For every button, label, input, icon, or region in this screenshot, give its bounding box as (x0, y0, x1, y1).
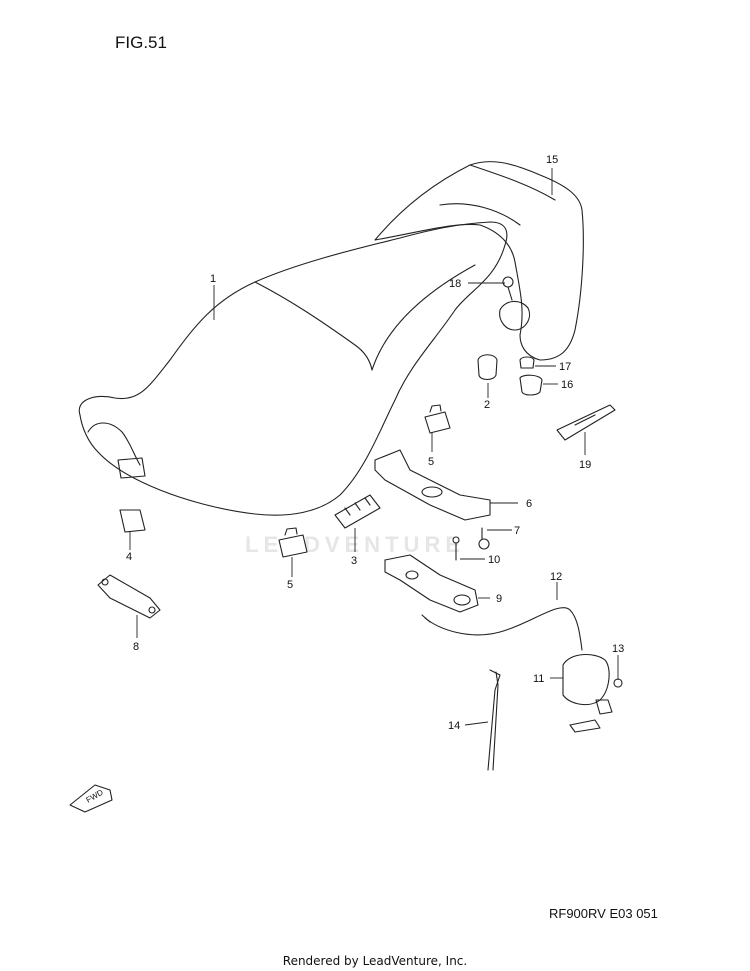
part-hinge-9[interactable] (384, 554, 479, 613)
part-seat[interactable] (78, 221, 508, 516)
part-strap-19[interactable] (556, 404, 616, 441)
model-code: RF900RV E03 051 (549, 906, 658, 921)
part-screw-13[interactable] (613, 678, 623, 688)
callout-18: 18 (449, 278, 461, 290)
part-cushion-2[interactable] (477, 354, 498, 381)
callout-1: 1 (210, 273, 216, 285)
callout-3: 3 (351, 555, 357, 567)
figure-label: FIG.51 (115, 33, 167, 52)
leader-lines (129, 168, 619, 726)
callout-9: 9 (496, 593, 502, 605)
callout-4: 4 (126, 551, 132, 563)
callout-7: 7 (514, 525, 520, 537)
part-cushion-17[interactable] (519, 356, 535, 369)
part-block-4[interactable] (119, 509, 146, 533)
part-screw-18[interactable] (502, 276, 514, 301)
credit-footer: Rendered by LeadVenture, Inc. (282, 954, 468, 968)
callout-labels: 1 2 3 4 5 5 6 7 8 9 10 11 12 13 14 15 16… (126, 154, 624, 732)
callout-5a: 5 (428, 456, 434, 468)
part-rubber-5-lower[interactable] (278, 527, 308, 558)
callout-17: 17 (559, 361, 571, 373)
callout-16: 16 (561, 379, 573, 391)
part-seat-tail-cover[interactable] (374, 161, 584, 361)
callout-19: 19 (579, 459, 591, 471)
callout-12: 12 (550, 571, 562, 583)
callout-5b: 5 (287, 579, 293, 591)
callout-6: 6 (526, 498, 532, 510)
callout-2: 2 (484, 399, 490, 411)
part-cable-12[interactable] (421, 607, 583, 651)
fwd-arrow-icon: FWD (69, 784, 113, 813)
part-cushion-16[interactable] (519, 374, 543, 396)
part-seat-lock-11[interactable] (562, 654, 613, 733)
part-bracket-6[interactable] (374, 449, 491, 521)
part-bolt-7[interactable] (478, 527, 490, 550)
callout-8: 8 (133, 641, 139, 653)
part-bolt-10[interactable] (452, 536, 460, 561)
callout-11: 11 (533, 673, 544, 685)
part-rod-14[interactable] (487, 669, 501, 771)
callout-10: 10 (488, 554, 500, 566)
callout-13: 13 (612, 643, 624, 655)
callout-15: 15 (546, 154, 558, 166)
callout-14: 14 (448, 720, 460, 732)
part-rubber-3[interactable] (334, 494, 381, 529)
part-rubber-5-upper[interactable] (424, 404, 451, 434)
part-bracket-8[interactable] (97, 574, 161, 619)
